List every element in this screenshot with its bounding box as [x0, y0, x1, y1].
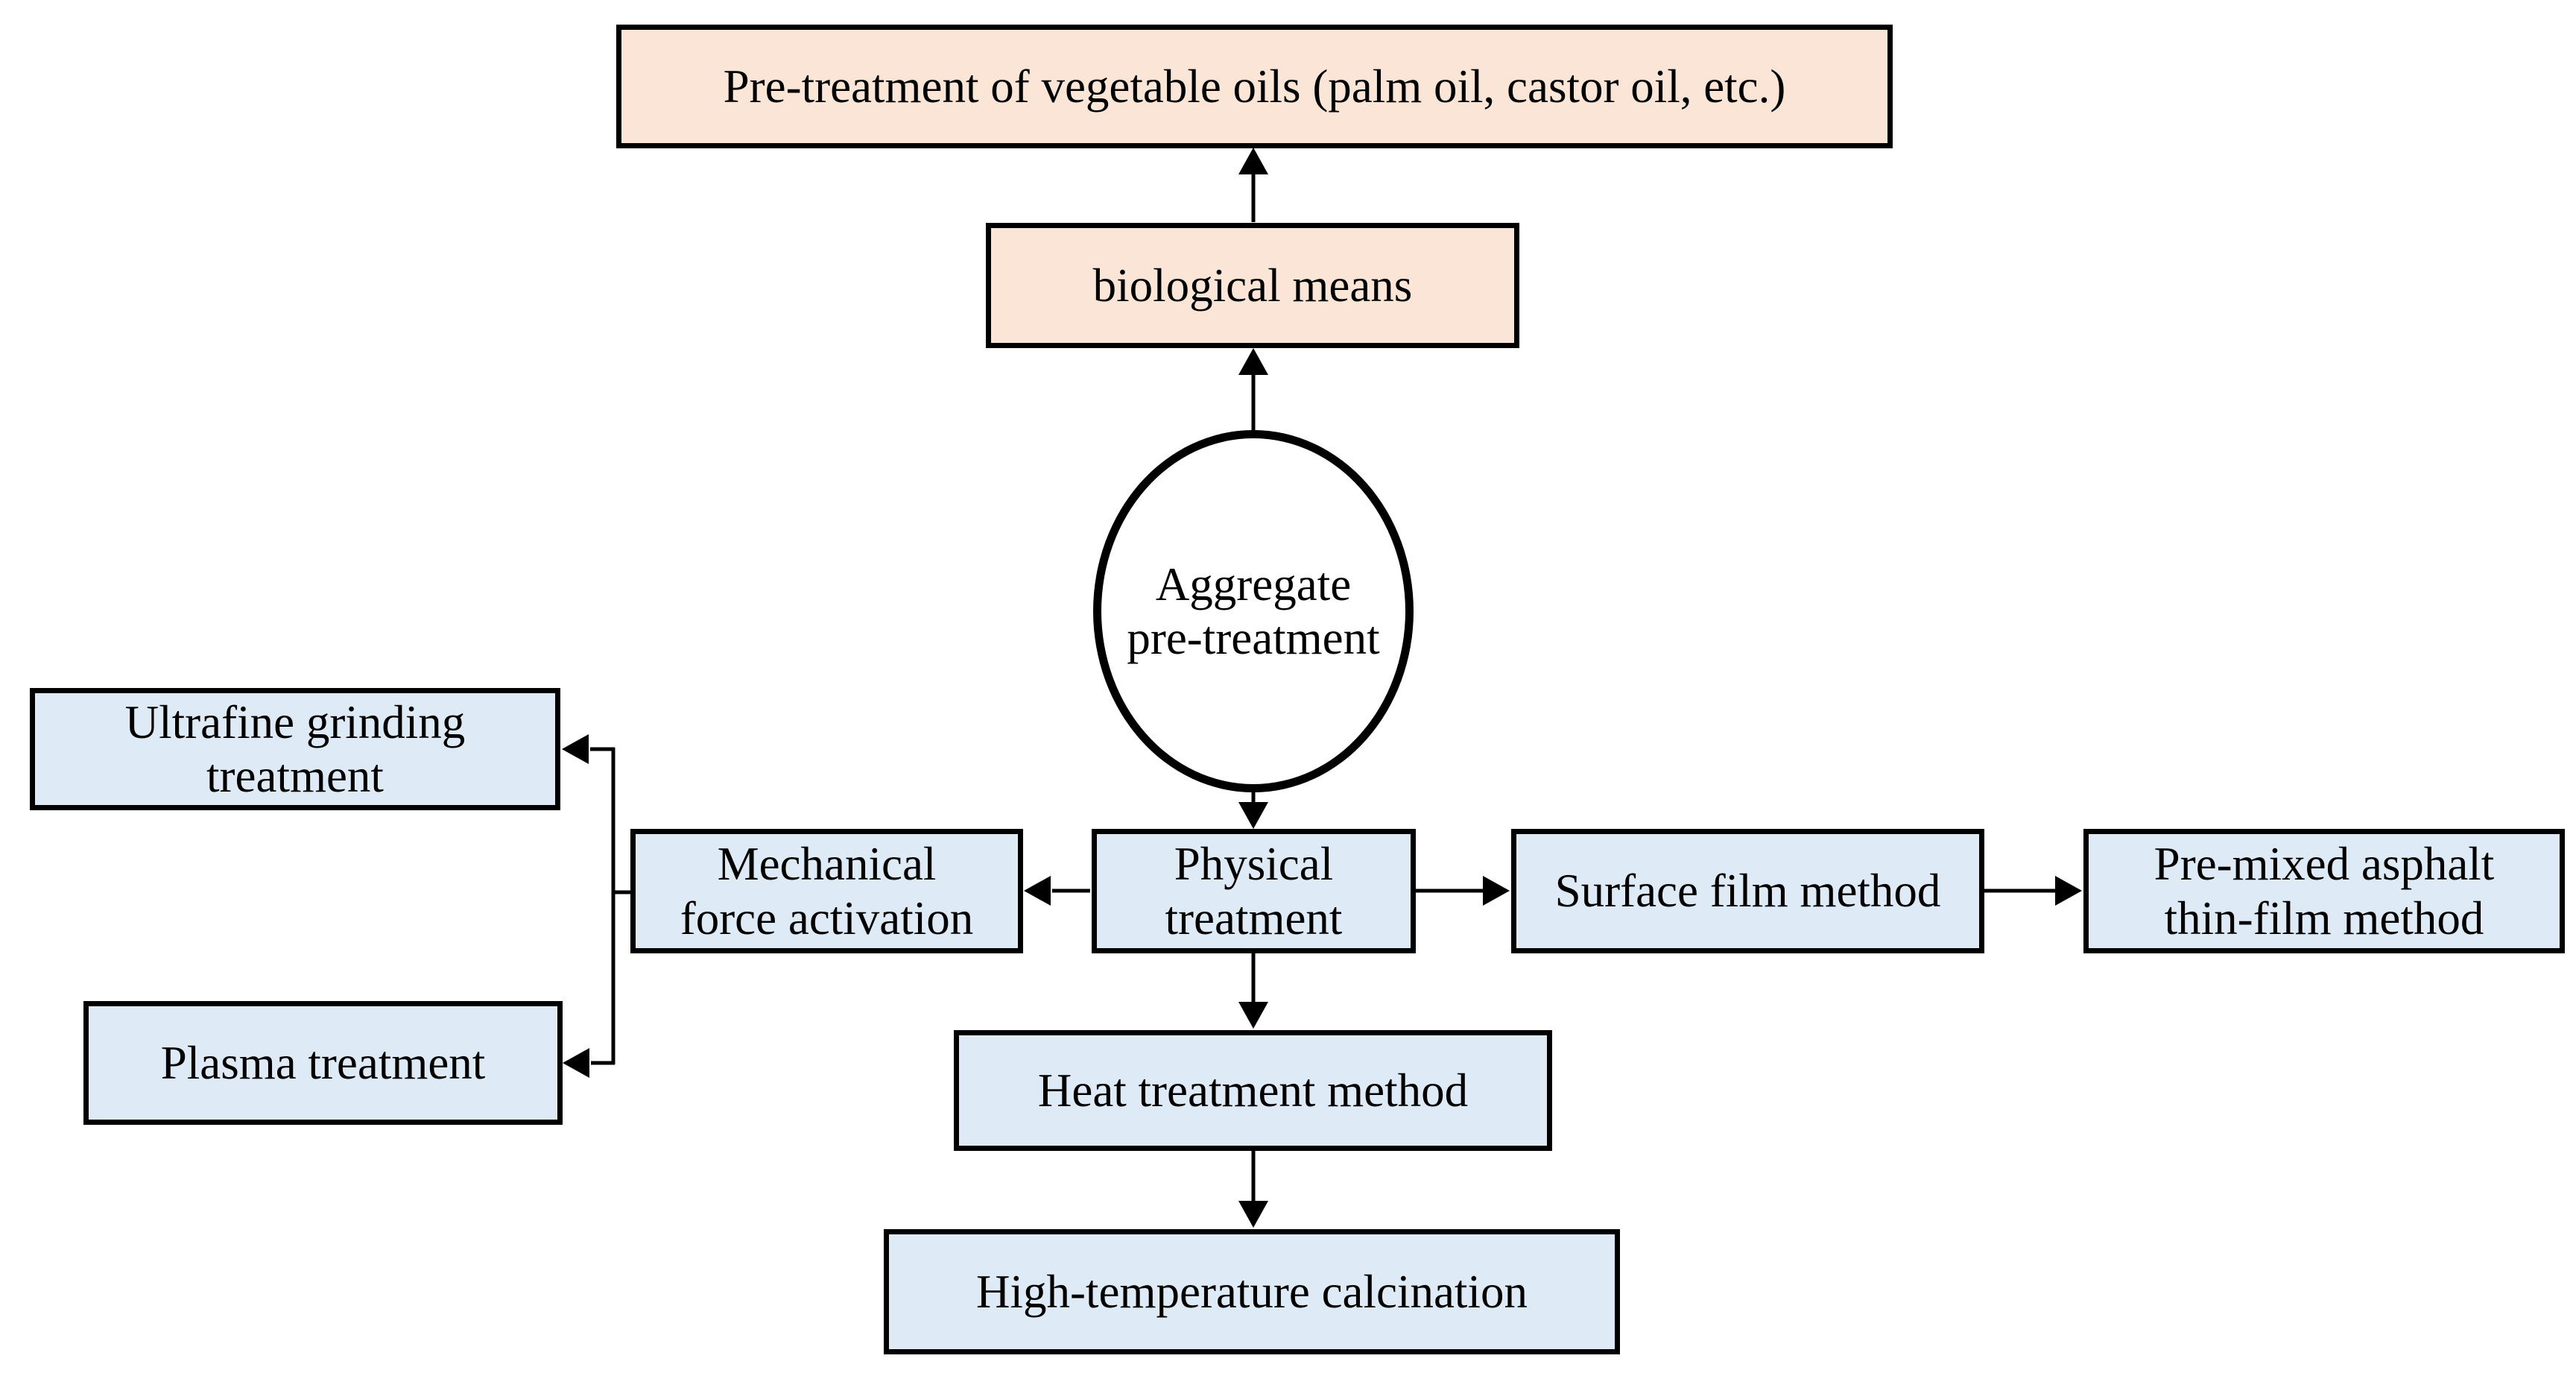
node-high-temperature-calcination: High-temperature calcination — [884, 1229, 1620, 1354]
node-heat-treatment-method-label: Heat treatment method — [1037, 1064, 1469, 1117]
node-high-temperature-calcination-label: High-temperature calcination — [976, 1265, 1528, 1318]
arrow-biological-to-vegetable-head — [1238, 148, 1268, 174]
node-ultrafine-grinding-label: Ultrafine grinding treatment — [124, 695, 466, 802]
node-biological-means: biological means — [986, 223, 1519, 348]
node-physical-treatment-label: Physical treatment — [1165, 838, 1343, 944]
node-surface-film-method-label: Surface film method — [1554, 865, 1941, 918]
node-biological-means-label: biological means — [1092, 259, 1413, 312]
node-mechanical-force-activation-label: Mechanical force activation — [680, 838, 974, 944]
arrow-circle-to-biological-head — [1238, 348, 1268, 375]
node-surface-film-method: Surface film method — [1511, 829, 1984, 953]
node-vegetable-oils: Pre-treatment of vegetable oils (palm oi… — [616, 25, 1893, 148]
branch-to-plasma-head — [563, 1048, 589, 1078]
node-aggregate-pretreatment-label: Aggregate pre-treatment — [1127, 558, 1380, 664]
node-plasma-treatment-label: Plasma treatment — [160, 1036, 486, 1089]
node-physical-treatment: Physical treatment — [1092, 829, 1416, 953]
node-premixed-asphalt-thin-film-label: Pre-mixed asphalt thin-film method — [2153, 838, 2495, 944]
arrow-physical-to-heat-head — [1238, 1002, 1268, 1029]
arrow-physical-to-mechanical-head — [1024, 876, 1051, 906]
node-ultrafine-grinding: Ultrafine grinding treatment — [30, 688, 560, 810]
arrow-circle-to-physical-head — [1238, 802, 1268, 829]
arrow-surface-to-premixed-head — [2055, 876, 2082, 906]
node-aggregate-pretreatment: Aggregate pre-treatment — [1093, 430, 1414, 792]
node-heat-treatment-method: Heat treatment method — [954, 1030, 1552, 1151]
node-vegetable-oils-label: Pre-treatment of vegetable oils (palm oi… — [723, 60, 1786, 113]
branch-to-ultrafine-head — [562, 734, 589, 764]
arrow-heat-to-calcination-head — [1238, 1201, 1268, 1228]
node-plasma-treatment: Plasma treatment — [83, 1001, 563, 1125]
arrow-physical-to-surface-head — [1483, 876, 1510, 906]
node-premixed-asphalt-thin-film: Pre-mixed asphalt thin-film method — [2083, 829, 2565, 953]
node-mechanical-force-activation: Mechanical force activation — [630, 829, 1023, 953]
